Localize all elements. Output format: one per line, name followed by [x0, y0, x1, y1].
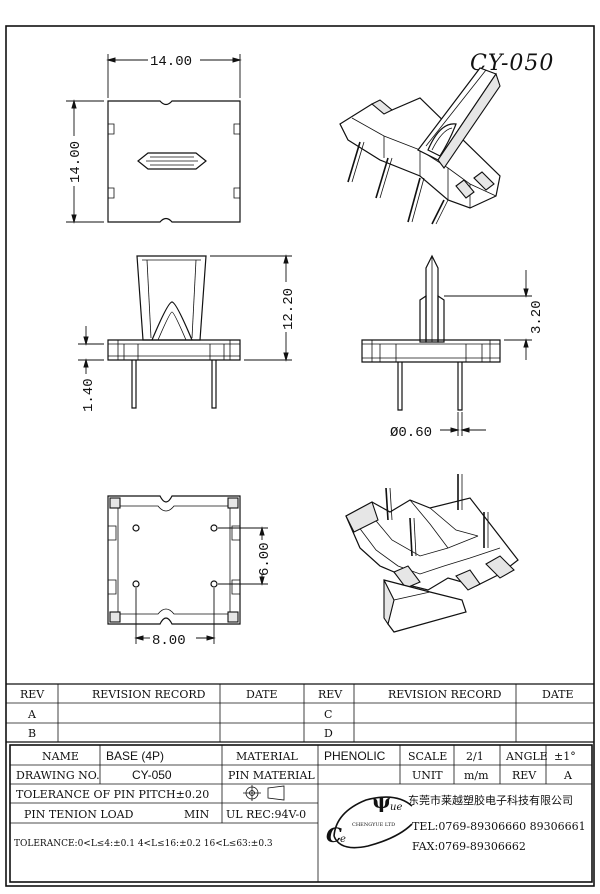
rev-value: A — [563, 769, 573, 782]
rev-header-6: DATE — [542, 688, 574, 701]
dim-pin-diameter: Ø0.60 — [390, 412, 486, 441]
rev-header-3: DATE — [246, 688, 278, 701]
sheet-border — [5, 25, 595, 887]
logo-letter-ue: ue — [390, 802, 402, 813]
company-logo: C e ψ ue CHENGYUE LTD — [326, 789, 413, 849]
bottom-view — [107, 495, 241, 625]
rev-row-d: D — [324, 727, 333, 740]
dim-pin-diameter-label: Ø0.60 — [390, 425, 432, 441]
scale-value: 2/1 — [466, 750, 484, 763]
logo-letter-e: e — [340, 834, 346, 845]
tolerance-general: TOLERANCE:0<L≤4:±0.1 4<L≤16:±0.2 16<L≤63… — [14, 839, 273, 849]
rev-row-b: B — [28, 727, 36, 740]
projection-symbol — [243, 785, 285, 801]
dim-pin-length-label: 1.40 — [81, 378, 97, 412]
angle-label: ANGLE — [505, 750, 548, 763]
angle-value: ±1° — [554, 750, 576, 763]
dim-pin-length: 1.40 — [78, 326, 104, 412]
drawing-no-label: DRAWING NO. — [16, 769, 100, 782]
rev-header-5: REVISION RECORD — [388, 688, 502, 701]
drawing-no-value: CY-050 — [132, 768, 172, 782]
logo-letter-psi: ψ — [372, 789, 391, 813]
revision-table: REV REVISION RECORD DATE REV REVISION RE… — [6, 683, 594, 743]
unit-value: m/m — [464, 769, 489, 782]
pin-material-label: PIN MATERIAL — [228, 769, 315, 782]
dim-top-width: 14.00 — [106, 54, 242, 98]
dim-top-height: 14.00 — [66, 99, 104, 224]
company-tel: TEL:0769-89306660 89306661 — [412, 820, 586, 833]
side-view — [361, 254, 501, 411]
rev-row-a: A — [27, 708, 37, 721]
dim-top-width-label: 14.00 — [150, 54, 192, 70]
rev-row-c: C — [324, 708, 332, 721]
logo-sub: CHENGYUE LTD — [352, 822, 395, 828]
scale-label: SCALE — [408, 750, 447, 763]
rev-header-2: REVISION RECORD — [92, 688, 206, 701]
rev-label: REV — [512, 769, 537, 782]
dim-height: 12.20 — [210, 254, 297, 362]
rev-header-1: REV — [20, 688, 45, 701]
front-view — [107, 255, 241, 409]
unit-label: UNIT — [412, 769, 443, 782]
iso-view-bottom — [345, 474, 519, 633]
dim-height-label: 12.20 — [281, 288, 297, 330]
dim-top-height-label: 14.00 — [68, 141, 84, 183]
name-value: BASE (4P) — [106, 749, 164, 763]
tolerance-pitch: TOLERANCE OF PIN PITCH±0.20 — [16, 788, 209, 801]
dim-pitch-y: 6.00 — [218, 526, 273, 586]
company-name: 东莞市莱越塑胶电子科技有限公司 — [408, 793, 573, 807]
pin-tension-label: PIN TENION LOAD — [24, 808, 134, 821]
material-value: PHENOLIC — [324, 749, 386, 763]
dim-pin-exposed: 3.20 — [444, 270, 545, 360]
iso-view-top — [339, 67, 501, 225]
dim-pitch-x: 8.00 — [134, 588, 216, 649]
material-label: MATERIAL — [236, 750, 299, 763]
logo-letter-c: C — [326, 823, 342, 847]
top-view — [107, 100, 241, 223]
ul-rec: UL REC:94V-0 — [226, 808, 306, 821]
pin-tension-unit: MIN — [184, 808, 210, 821]
dim-pin-exposed-label: 3.20 — [529, 300, 545, 334]
dim-pitch-x-label: 8.00 — [152, 633, 186, 649]
company-fax: FAX:0769-89306662 — [412, 840, 526, 853]
title-block: NAME BASE (4P) MATERIAL PHENOLIC SCALE 2… — [9, 744, 593, 883]
dim-pitch-y-label: 6.00 — [257, 542, 273, 576]
name-label: NAME — [42, 750, 79, 763]
rev-header-4: REV — [318, 688, 343, 701]
